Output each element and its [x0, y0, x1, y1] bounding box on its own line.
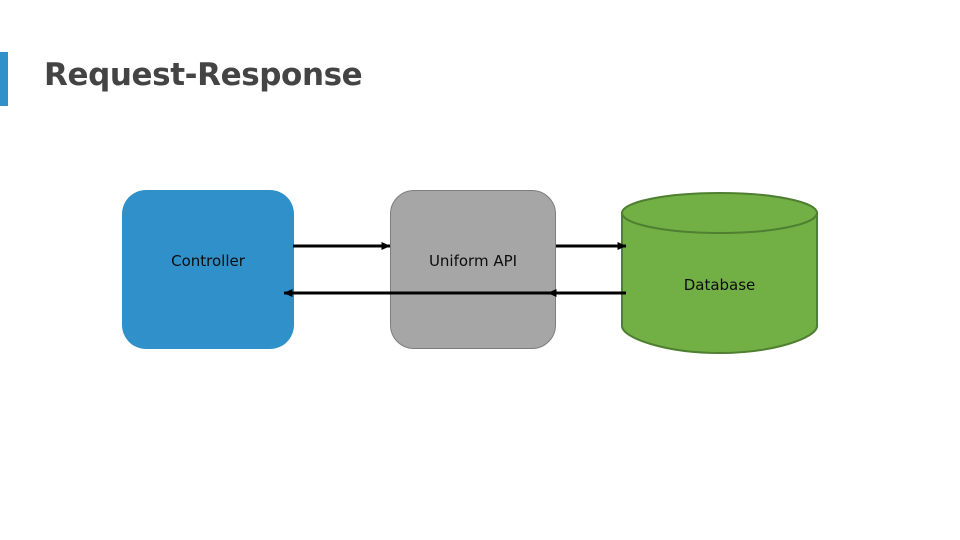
page-title: Request-Response [44, 57, 363, 93]
database-cylinder-icon [621, 192, 818, 355]
title-accent-bar [0, 52, 8, 106]
node-uniform-api-label: Uniform API [428, 251, 518, 270]
node-controller[interactable]: Controller [122, 190, 294, 349]
node-controller-label: Controller [171, 251, 245, 270]
node-uniform-api[interactable]: Uniform API [390, 190, 556, 349]
node-database-label: Database [683, 275, 756, 294]
node-database[interactable]: Database [621, 192, 818, 355]
